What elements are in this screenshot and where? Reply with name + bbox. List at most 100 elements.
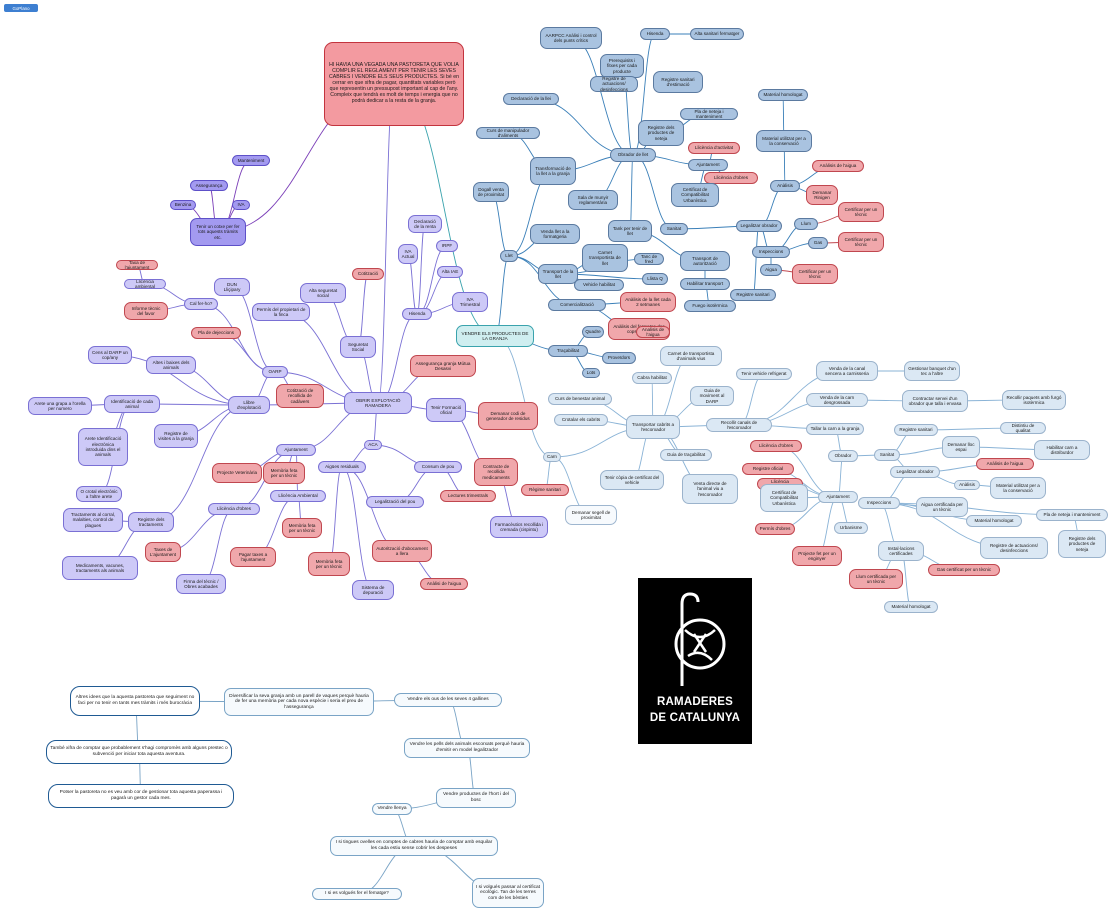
mindmap-node-llicencia-obres2[interactable]: Llicència d'obres xyxy=(750,440,802,452)
mindmap-node-analisi-aigua3[interactable]: Anàlisis de l'aigua xyxy=(976,458,1034,470)
mindmap-node-autorit-abocament[interactable]: Autorització d'abocament a llera xyxy=(372,540,432,562)
mindmap-node-fusta-isoterm[interactable]: Fuego isotèrmica xyxy=(684,300,736,312)
mindmap-node-venda-carn-desp[interactable]: Venda de la carn desgrossada xyxy=(806,393,868,407)
mindmap-node-medicaments[interactable]: Medicaments, vacunes, tractaments als an… xyxy=(62,556,138,580)
mindmap-node-crotal[interactable]: O crotal electrònic a l'altre arete xyxy=(76,486,122,502)
mindmap-node-hisenda-r[interactable]: Hisenda xyxy=(640,28,670,40)
mindmap-node-tractament[interactable]: Tractaments al corral, malalties, contro… xyxy=(63,508,123,532)
mindmap-node-dun[interactable]: DUN Lliçipary xyxy=(214,278,250,296)
mindmap-node-certificat-compat[interactable]: Certificat de Compatibilitat Urbanística xyxy=(671,183,719,207)
mindmap-node-cotitzacio-cad[interactable]: Cotització de recollida de cadàvers xyxy=(276,384,324,408)
mindmap-node-crotalar-cabrits[interactable]: Crotalar els cabrits xyxy=(554,414,608,426)
mindmap-node-certif-tecnic[interactable]: Certificar per un tècnic xyxy=(838,202,884,222)
mindmap-node-permis-prop[interactable]: Permís del propietari de la finca xyxy=(252,303,310,321)
mindmap-node-legalitzacio-pou[interactable]: Legalització del pou xyxy=(366,496,424,508)
mindmap-node-taxes-ajunt[interactable]: Taxa de l'ajuntament xyxy=(116,260,158,270)
mindmap-node-iva-ab[interactable]: IVA Actual xyxy=(398,244,418,264)
mindmap-node-altes-baixes[interactable]: Altes i baixes dels animals xyxy=(146,356,196,374)
mindmap-node-alta-ss[interactable]: Alta seguretat social xyxy=(300,283,346,303)
mindmap-node-hisenda[interactable]: Hisenda xyxy=(402,308,432,320)
mindmap-node-si-tingues[interactable]: I si tingues ovelles en comptes de cabre… xyxy=(330,836,498,856)
mindmap-node-assegurance[interactable]: Assegurança xyxy=(190,180,228,191)
mindmap-node-dogall[interactable]: Dogall venta de proximitat xyxy=(473,182,509,202)
mindmap-node-transportar[interactable]: Transportar cabrits a l'escorxador xyxy=(626,415,680,439)
mindmap-node-obrir-exp[interactable]: OBRIR EXPLOTACIÓ RAMADERA xyxy=(344,392,412,414)
mindmap-node-asseg-granja[interactable]: Assegurança granja Mútua Desasvi xyxy=(410,355,476,377)
mindmap-node-ajuntament2[interactable]: Ajuntament xyxy=(818,491,858,503)
mindmap-node-material-homol[interactable]: Material homologat xyxy=(758,89,808,101)
mindmap-node-cens-darp[interactable]: Cens al DARP un cop/any xyxy=(88,346,132,364)
mindmap-node-llicencia-act[interactable]: Llicència d'activitat xyxy=(688,142,740,154)
mindmap-node-registre-sanitari2[interactable]: Registre sanitari xyxy=(894,424,938,436)
mindmap-node-informe-tec[interactable]: Informe tècnic del favor xyxy=(124,302,168,320)
mindmap-node-seg-social[interactable]: Seguretat Social xyxy=(340,336,376,358)
mindmap-node-obrador-llet[interactable]: Obrador de llet xyxy=(610,148,656,162)
mindmap-node-sistema-dep[interactable]: Sistema de depuració xyxy=(352,580,394,600)
mindmap-node-llibre-exp[interactable]: Llibre d'explotació xyxy=(228,396,270,414)
mindmap-node-material-homol3[interactable]: Material homologat xyxy=(884,601,938,613)
mindmap-node-legalitzar-obrador[interactable]: Legalitzar obrador xyxy=(736,220,782,232)
mindmap-node-ajuntament-r[interactable]: Ajuntament xyxy=(688,159,728,171)
mindmap-node-comercialitzacio[interactable]: Comercialització xyxy=(548,299,606,311)
mindmap-node-declaracio-renta[interactable]: Declaració de la renta xyxy=(408,215,442,233)
mindmap-node-potser-pastoreta[interactable]: Potser la pastoreta no es veu amb cor de… xyxy=(48,784,234,808)
mindmap-node-vendre-prod-hort[interactable]: Vendre productes de l'hort i del bosc xyxy=(436,788,516,808)
mindmap-node-venta-directe[interactable]: Venta directe de l'animal viu a l'escorx… xyxy=(682,474,738,504)
mindmap-node-tallar-carn[interactable]: Tallar la carn a la granja xyxy=(806,423,864,435)
mindmap-node-regime-sanitari[interactable]: Règime sanitari xyxy=(521,484,569,496)
mindmap-node-projecte-enginyer[interactable]: Projecte fet per un enginyer xyxy=(792,546,842,566)
mindmap-node-vet[interactable]: Tenir Formació oficial xyxy=(426,398,466,422)
mindmap-node-proveidors[interactable]: Proveïdors xyxy=(602,352,636,364)
mindmap-node-diversificar[interactable]: Diversificar la seva granja amb un parel… xyxy=(224,688,374,716)
mindmap-node-alta-iae[interactable]: Alta IAE xyxy=(437,266,463,278)
mindmap-node-benzina[interactable]: Benzina xyxy=(170,200,196,210)
mindmap-node-sanitat2[interactable]: Sanitat xyxy=(874,449,900,461)
mindmap-node-urbanisme[interactable]: Urbanisme xyxy=(834,522,868,534)
mindmap-node-cotitzacio[interactable]: Cotització xyxy=(352,268,384,280)
mindmap-node-inst-certif[interactable]: Instal·lacions certificades xyxy=(878,541,924,561)
mindmap-node-registre-prod[interactable]: Registre dels productes de neteja xyxy=(638,120,684,146)
mindmap-node-trazabilitat[interactable]: Traçabilitat xyxy=(548,345,588,357)
mindmap-node-aigua-certif[interactable]: Aigua certificada per un tècnic xyxy=(916,497,968,517)
mindmap-node-analisis-aigua-r[interactable]: Anàlisis de l'aigua xyxy=(812,160,864,172)
mindmap-node-arete-ident[interactable]: Arete Identificació electrònica introdui… xyxy=(78,428,128,466)
mindmap-node-si-volgues-cert[interactable]: I si volgués passar al certificat ecològ… xyxy=(472,878,544,908)
mindmap-node-transformacio[interactable]: Transformació de la llet a la granja xyxy=(530,157,576,185)
app-chip[interactable]: GoPlano xyxy=(4,4,38,12)
mindmap-node-carnet-transport[interactable]: Carnet transportista de llet xyxy=(582,244,628,272)
mindmap-node-carnet-transp[interactable]: Carnet de transportista d'animals vius xyxy=(660,346,722,366)
mindmap-node-aneals[interactable]: Anàlisis xyxy=(954,480,980,490)
mindmap-node-carn[interactable]: Carn xyxy=(543,452,561,462)
mindmap-node-analisis[interactable]: Anàlisis xyxy=(770,180,800,192)
mindmap-node-lectures[interactable]: Lectures trimestrals xyxy=(440,490,496,502)
mindmap-node-registre-estimat[interactable]: Registre sanitari d'estimació xyxy=(653,71,703,93)
mindmap-node-projecte-veter[interactable]: Projecte Veterinària xyxy=(212,463,262,483)
mindmap-node-quadre[interactable]: Quadre xyxy=(582,326,604,338)
mindmap-node-llic-activitat[interactable]: Llicència d'obres xyxy=(208,503,260,515)
mindmap-node-llet[interactable]: Llet xyxy=(500,250,518,262)
mindmap-node-llista-q[interactable]: Llista Q xyxy=(642,273,668,285)
mindmap-node-habilitar-trans[interactable]: Habilitar transport xyxy=(680,278,730,290)
mindmap-node-legalitzar-obr2[interactable]: Legalitzar obrador xyxy=(890,466,940,478)
mindmap-node-taxes-ajunt2[interactable]: Taxes de L'ajuntament xyxy=(145,542,181,562)
mindmap-node-contracte-recollida[interactable]: Contracte de recollida medicaments xyxy=(474,458,518,486)
mindmap-node-inspeccions2[interactable]: Inspeccions xyxy=(858,497,900,509)
mindmap-node-cal-ferro[interactable]: Cal fer-ho? xyxy=(184,298,218,310)
mindmap-node-gas[interactable]: Gas xyxy=(808,237,828,249)
mindmap-node-memoria-tec2[interactable]: Memòria feta per un tècnic xyxy=(282,518,322,538)
mindmap-node-reculli-canals[interactable]: Recollir canals de l'escorxador xyxy=(706,418,772,432)
mindmap-node-ajuntament[interactable]: Ajuntament xyxy=(276,444,316,456)
mindmap-node-habilitar-carn[interactable]: Habilitar carn a distribuïdor xyxy=(1034,440,1090,460)
mindmap-node-vendre-llenya[interactable]: Vendre llenya xyxy=(372,803,412,815)
mindmap-node-asseg-formatge[interactable]: Analisis de l'aigua xyxy=(636,326,670,338)
mindmap-node-certif-tecnic2[interactable]: Certificar per un tècnic xyxy=(838,232,884,252)
mindmap-node-lots[interactable]: Lots xyxy=(582,368,600,378)
mindmap-node-demanar-codi[interactable]: Demanar codi de generador de residus xyxy=(478,402,538,430)
mindmap-node-iva-trim[interactable]: IVA Trimestral xyxy=(452,292,488,312)
mindmap-node-registre-trac[interactable]: Registre dels tractaments xyxy=(128,512,174,532)
mindmap-node-llic-ambiental[interactable]: Llicència ambiental xyxy=(124,279,166,289)
mindmap-node-sanitat[interactable]: Sanitat xyxy=(660,223,688,235)
mindmap-node-pla-neteja[interactable]: Pla de neteja i manteniment xyxy=(680,108,738,120)
mindmap-node-vendre-prod[interactable]: VENDRE ELS PRODUCTES DE LA GRANJA xyxy=(456,325,534,347)
mindmap-node-llum-certif[interactable]: Llum certificada per un tècnic xyxy=(849,569,903,589)
